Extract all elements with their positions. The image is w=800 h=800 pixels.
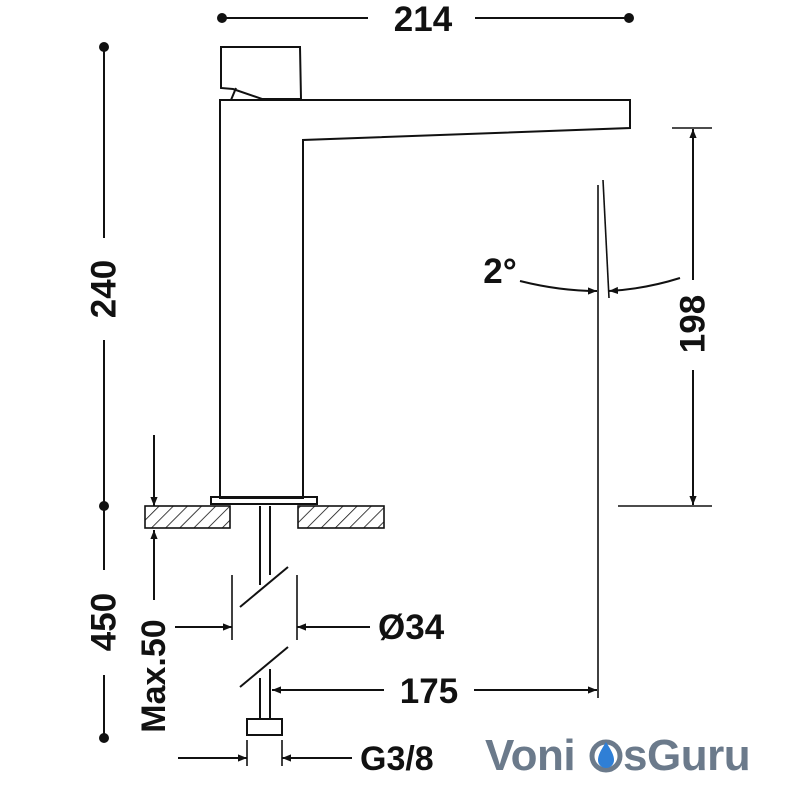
dimension-spout-height: 198 — [618, 127, 713, 507]
break-line-upper — [239, 566, 289, 608]
label-hole-diameter: Ø34 — [378, 608, 445, 647]
dimension-overall-height: 240 — [85, 42, 124, 511]
dimension-stream-angle: 2° — [483, 179, 681, 299]
dimension-max-deck: Max.50 — [135, 435, 173, 733]
lever-cartridge-line — [230, 87, 237, 101]
voniosguru-logo: Voni sGuru — [485, 731, 751, 780]
label-overall-height: 240 — [85, 260, 124, 318]
label-spout-reach: 175 — [400, 672, 458, 711]
label-stream-angle: 2° — [483, 252, 516, 291]
break-line-lower — [239, 646, 289, 688]
supply-hoses — [239, 506, 289, 736]
label-connection: G3/8 — [360, 740, 434, 778]
logo-text-left: Voni — [485, 731, 575, 780]
dimension-hole-diameter: Ø34 — [175, 608, 445, 647]
countertop — [144, 505, 385, 529]
connection-fitting — [246, 718, 283, 736]
faucet-lever — [220, 46, 303, 100]
faucet-body — [219, 99, 631, 499]
dimension-overall-width: 214 — [217, 0, 634, 39]
logo-text-right: sGuru — [623, 731, 750, 780]
dimension-below-deck: 450 — [85, 506, 124, 743]
countertop-right — [297, 505, 385, 529]
water-drop-icon — [589, 739, 623, 773]
dimension-spout-reach: 175 — [272, 185, 599, 711]
label-max-deck: Max.50 — [135, 619, 173, 732]
hole-extension-lines — [231, 575, 298, 640]
faucet-base-plate — [210, 496, 318, 505]
label-below-deck: 450 — [85, 593, 124, 651]
faucet-outline — [210, 46, 631, 505]
label-overall-width: 214 — [394, 0, 453, 39]
label-spout-height: 198 — [674, 295, 713, 353]
countertop-left — [144, 505, 231, 529]
dimension-connection: G3/8 — [178, 740, 434, 778]
